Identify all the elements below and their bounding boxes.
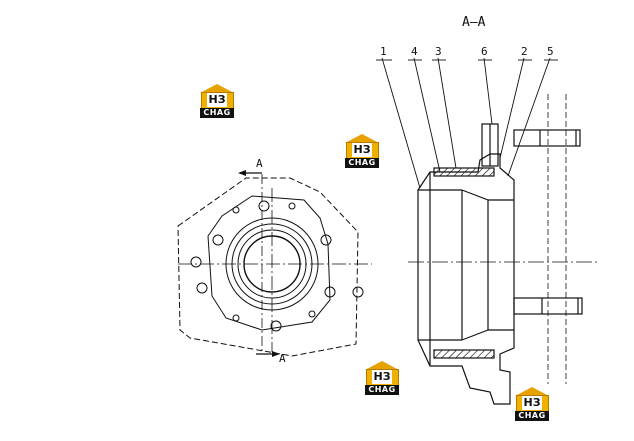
watermark-logo: НЗ CHAG (342, 134, 382, 168)
bolt-hole (232, 206, 240, 214)
flange-plate (207, 195, 331, 331)
part-label-5: 5 (547, 45, 554, 58)
seal-bottom (433, 349, 495, 359)
part-label-2: 2 (521, 45, 528, 58)
part-label-4: 4 (411, 45, 418, 58)
section-mark-bottom: A (279, 352, 286, 365)
bolt-hole (232, 314, 240, 322)
bolt-hole (308, 310, 316, 318)
section-title: A–A (462, 15, 486, 30)
watermark-logo: НЗ CHAG (512, 387, 552, 421)
bolt-hole (324, 286, 336, 298)
housing-outline (177, 177, 359, 357)
section-view (376, 57, 600, 405)
bolt-holes (190, 200, 364, 332)
part-label-1: 1 (380, 45, 387, 58)
bolt-hole (196, 282, 208, 294)
seal-top (433, 167, 495, 177)
section-mark-top: A (256, 157, 263, 170)
watermark-logo: НЗ CHAG (197, 84, 237, 118)
part-label-3: 3 (435, 45, 442, 58)
watermark-logo: НЗ CHAG (362, 361, 402, 395)
bolt-hole (212, 234, 224, 246)
bolt-hole (288, 202, 296, 210)
bolt-hole (258, 200, 270, 212)
bolt-hole (320, 234, 332, 246)
part-label-6: 6 (481, 45, 488, 58)
bolt-upper (513, 129, 581, 147)
bolt-hole (270, 320, 282, 332)
bolt-hole (352, 286, 364, 298)
bolt-hole (190, 256, 202, 268)
front-view (177, 170, 372, 357)
leader-lines (376, 57, 558, 189)
